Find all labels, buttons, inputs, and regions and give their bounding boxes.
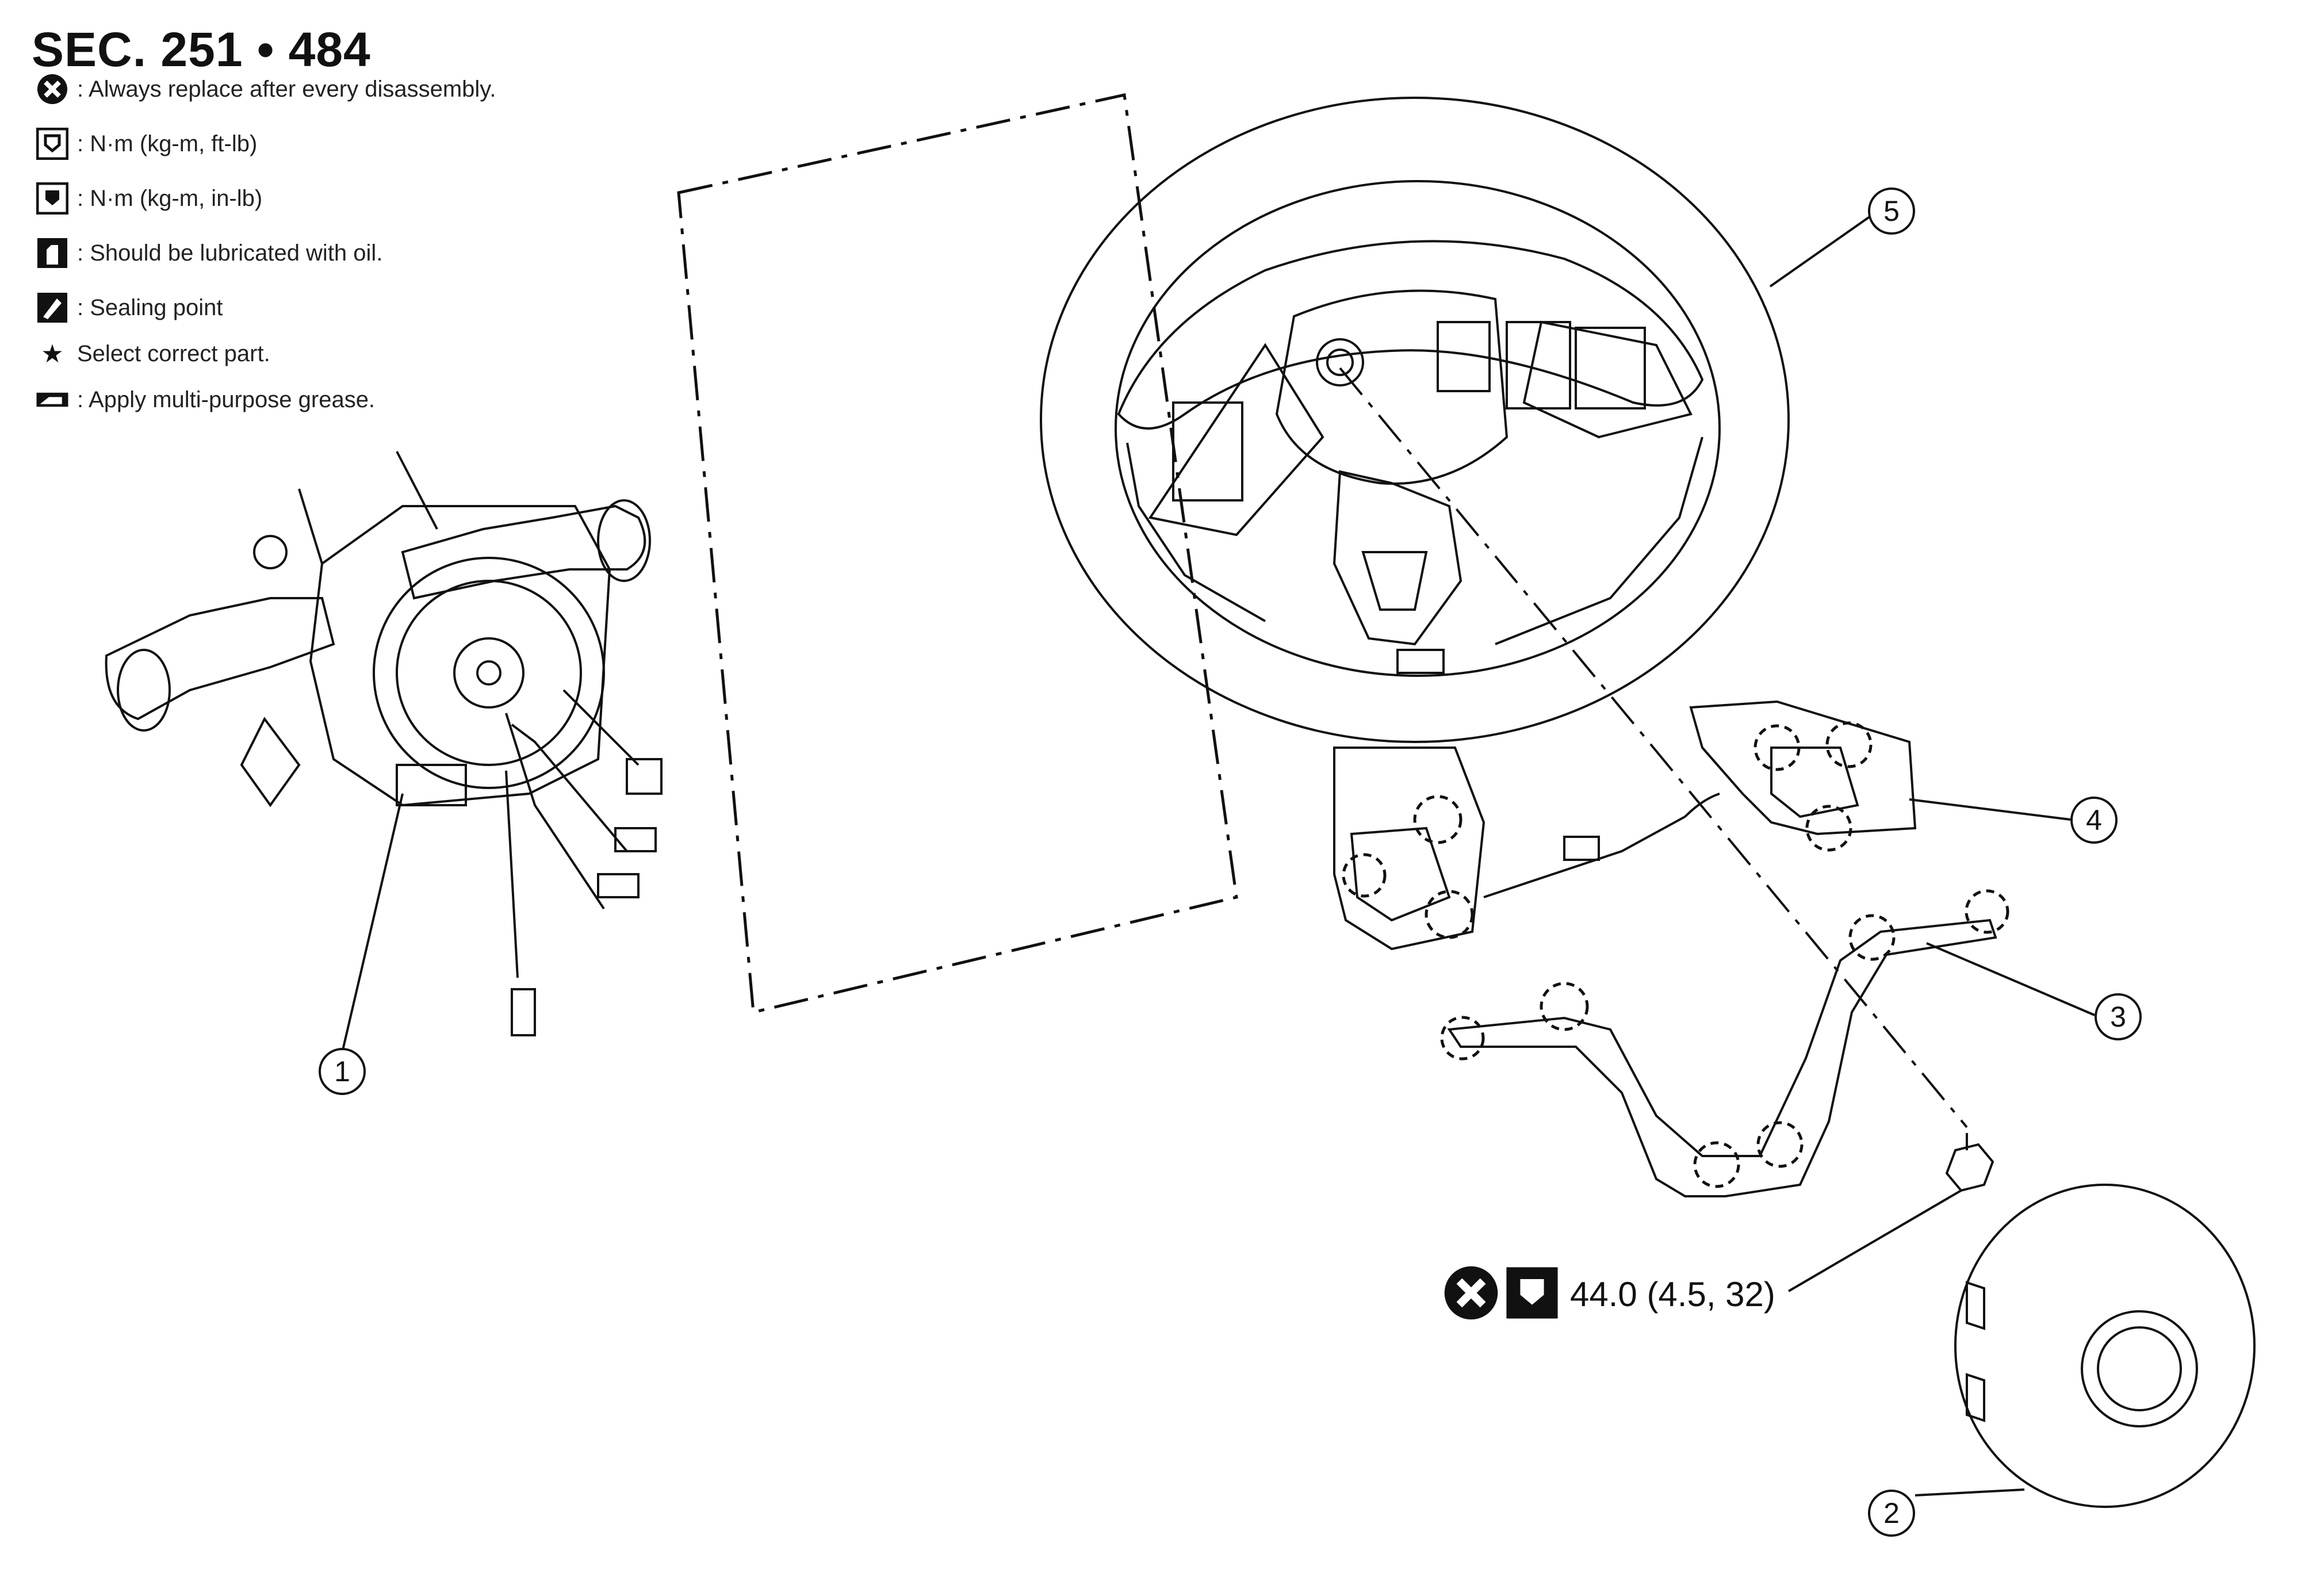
legend-text: : N·m (kg-m, ft-lb) (77, 131, 258, 156)
leader-line-2 (1915, 1488, 2025, 1496)
legend-text: Select correct part. (77, 340, 270, 366)
legend-row-torque-ft-lb: : N·m (kg-m, ft-lb) (36, 124, 257, 164)
legend-row-star: ★ Select correct part. (36, 334, 270, 374)
air-bag-module (1954, 1184, 2256, 1508)
legend-row-grease: : Apply multi-purpose grease. (36, 380, 375, 420)
star-icon: ★ (41, 339, 64, 368)
clip-markers (1342, 721, 2009, 1188)
oil-lubricate-icon (36, 236, 69, 270)
sealing-point-icon (36, 291, 69, 324)
legend-text: : Sealing point (77, 294, 223, 320)
legend-text: : Should be lubricated with oil. (77, 240, 383, 266)
leader-line-1 (341, 793, 404, 1053)
callout-1: 1 (319, 1048, 366, 1095)
center-axis (1339, 367, 1968, 1128)
leader-line-5 (1769, 210, 1879, 288)
switch-right (1684, 700, 1917, 836)
always-replace-icon (1444, 1265, 1499, 1323)
legend-text: : Always replace after every disassembly… (77, 76, 496, 102)
torque-in-lb-icon (36, 182, 69, 215)
callout-5: 5 (1868, 187, 1915, 235)
callout-3: 3 (2095, 993, 2142, 1040)
steering-wheel (1040, 97, 1790, 743)
torque-spec: 44.0 (4.5, 32) (1444, 1265, 1775, 1323)
legend-row-replace: : Always replace after every disassembly… (36, 69, 496, 109)
steering-wheel-bolt (1945, 1133, 1994, 1192)
switch-left (1333, 747, 1686, 951)
leader-line-4 (1909, 798, 2071, 821)
section-title: SEC. 251 • 484 (32, 22, 371, 76)
callout-2: 2 (1868, 1490, 1915, 1537)
legend-text: : N·m (kg-m, in-lb) (77, 185, 263, 211)
leader-line-3 (1926, 942, 2095, 1016)
torque-ft-lb-icon (36, 127, 69, 160)
legend-row-oil: : Should be lubricated with oil. (36, 233, 382, 273)
torque-value: 44.0 (4.5, 32) (1570, 1274, 1775, 1314)
legend-text: : Apply multi-purpose grease. (77, 386, 376, 412)
always-replace-icon (36, 72, 69, 106)
combination-switch (105, 451, 663, 1036)
callout-4: 4 (2070, 797, 2118, 844)
legend-row-sealing: : Sealing point (36, 288, 223, 328)
steering-finisher (1447, 918, 1997, 1197)
grease-icon (36, 383, 69, 416)
legend-row-torque-in-lb: : N·m (kg-m, in-lb) (36, 178, 262, 219)
torque-ft-lb-icon (1504, 1265, 1560, 1323)
assembly-reference-outline (677, 93, 1238, 1015)
leader-line-bolt (1787, 1189, 1962, 1292)
